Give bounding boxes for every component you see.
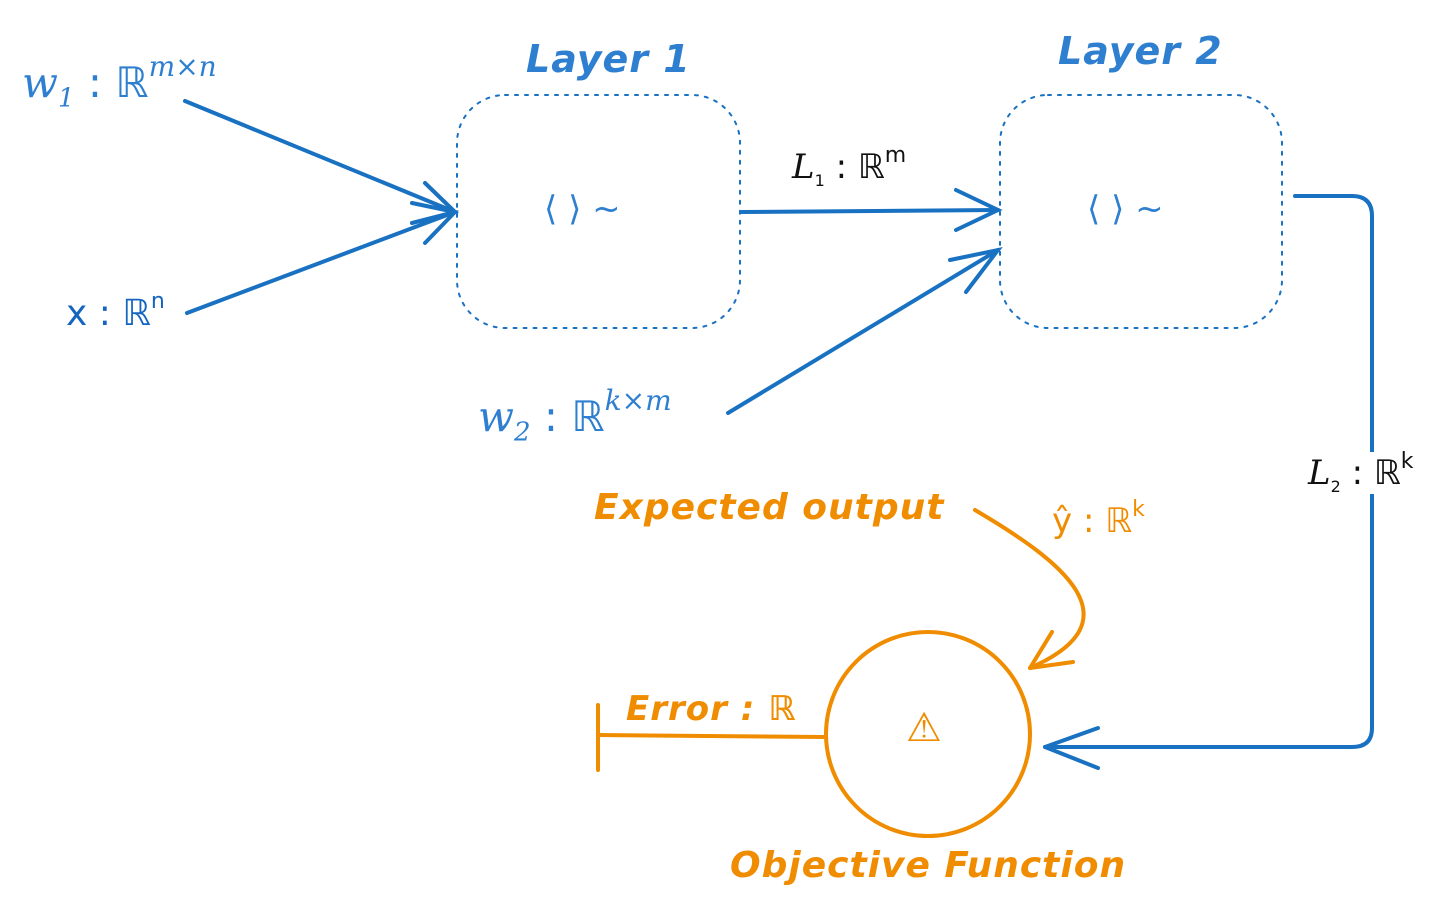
w1-sub: 1 <box>57 83 75 114</box>
yhat-sep: : <box>1082 501 1095 541</box>
error-output-line <box>596 703 827 772</box>
l2-sup: k <box>1400 448 1414 474</box>
w1-var: w <box>22 58 58 107</box>
yhat-set: ℝ <box>1105 501 1133 541</box>
yhat-sup: k <box>1132 496 1145 522</box>
layer-2-title: Layer 2 <box>1058 29 1223 73</box>
layer-1-symbols: ⟨ ⟩ ~ <box>544 189 621 229</box>
l1-sub: 1 <box>814 170 825 190</box>
arrow-x-to-layer1 <box>185 201 459 315</box>
x-sup: n <box>150 289 165 314</box>
layer-2-symbols: ⟨ ⟩ ~ <box>1087 189 1164 229</box>
layer-1-title: Layer 1 <box>526 37 691 81</box>
l1-label: L1 : ℝm <box>788 144 911 188</box>
x-label: x : ℝn <box>66 291 165 334</box>
l2-set: ℝ <box>1373 453 1401 493</box>
layer-1-box <box>456 94 741 329</box>
error-label: Error : ℝ <box>626 689 797 729</box>
x-sep: : <box>98 293 111 334</box>
l2-var: L <box>1308 453 1331 493</box>
w1-sep: : <box>87 58 103 107</box>
l2-label: L2 : ℝk <box>1306 448 1416 496</box>
l1-var: L <box>792 147 815 187</box>
w1-sup: m×n <box>148 50 217 83</box>
l2-sub: 2 <box>1330 476 1341 496</box>
w2-var: w <box>478 392 514 441</box>
w1-label: w1 : ℝm×n <box>22 53 217 112</box>
expected-output-label: Expected output <box>594 487 945 528</box>
x-var: x <box>66 293 88 334</box>
w2-sup: k×m <box>604 384 672 417</box>
objective-circle <box>824 630 1032 838</box>
arrow-w2-to-layer2 <box>726 246 1003 415</box>
layer-2-box <box>999 94 1283 329</box>
objective-function-title: Objective Function <box>730 845 1127 886</box>
yhat-label: ŷ : ℝk <box>1052 498 1145 541</box>
yhat-var: ŷ <box>1052 501 1073 541</box>
warning-icon: ⚠ <box>906 705 942 751</box>
l2-sep: : <box>1351 453 1364 493</box>
arrow-expected-to-objective <box>973 508 1086 670</box>
w2-label: w2 : ℝk×m <box>478 387 672 446</box>
l1-sup: m <box>884 142 907 168</box>
l1-set: ℝ <box>857 147 885 187</box>
x-set: ℝ <box>122 293 151 334</box>
w2-set: ℝ <box>571 392 605 441</box>
w2-sub: 2 <box>513 417 531 448</box>
l1-sep: : <box>835 147 848 187</box>
w1-set: ℝ <box>115 58 149 107</box>
arrow-layer1-to-layer2 <box>740 188 1003 232</box>
w2-sep: : <box>543 392 559 441</box>
